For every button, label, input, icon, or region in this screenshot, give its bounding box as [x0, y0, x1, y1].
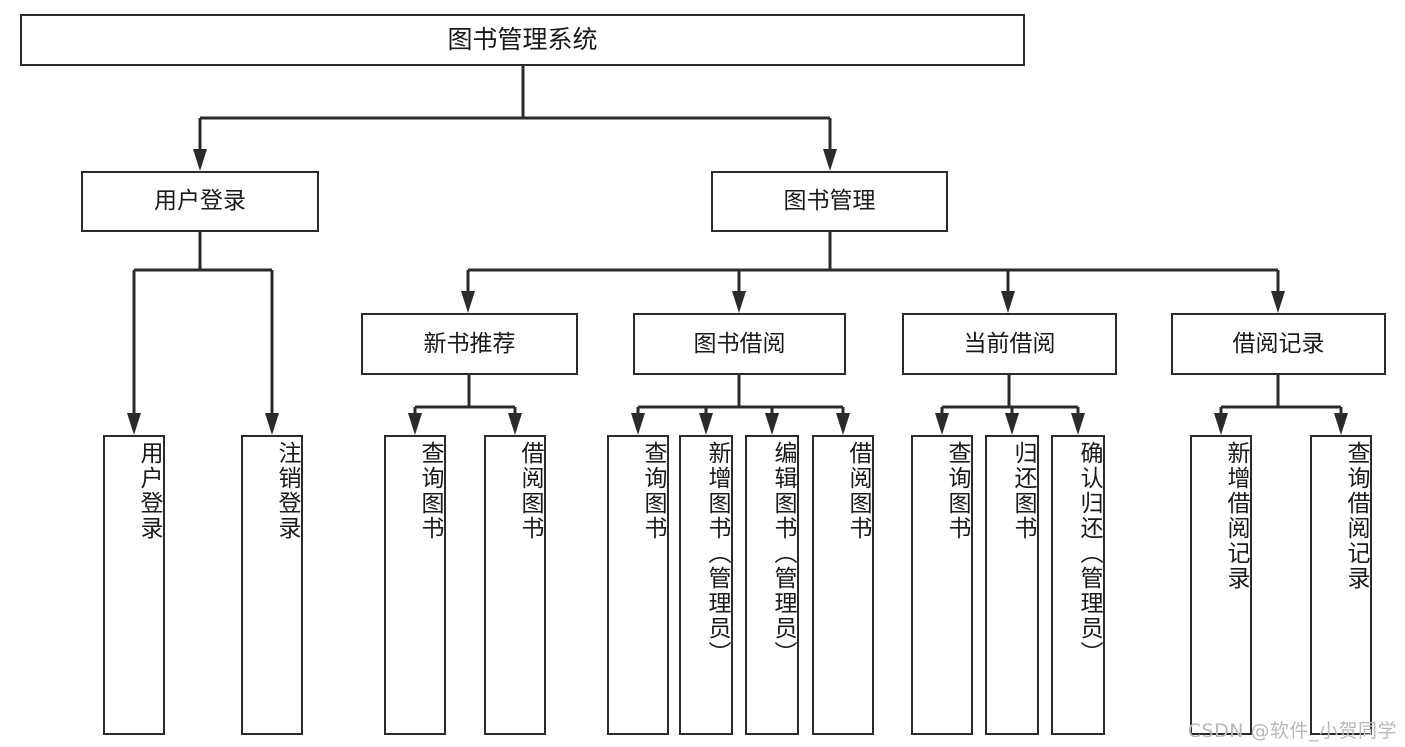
node-leaf-return-book-label: 归还图书 [1010, 441, 1036, 541]
node-leaf-user-logout-label: 注销登录 [274, 441, 300, 541]
node-leaf-query-book-recommend-label: 查询图书 [417, 441, 443, 541]
node-current-borrow-label: 当前借阅 [963, 330, 1056, 357]
node-root-system-label: 图书管理系统 [447, 24, 598, 54]
node-leaf-confirm-return-admin[interactable]: 确认归还（管理员） [1051, 435, 1105, 735]
node-book-borrow-label: 图书借阅 [693, 330, 786, 357]
node-leaf-query-book-current-label: 查询图书 [944, 441, 970, 541]
node-leaf-edit-book-admin-label: 编辑图书（管理员） [770, 441, 796, 666]
node-current-borrow[interactable]: 当前借阅 [902, 313, 1117, 375]
node-user-login[interactable]: 用户登录 [81, 171, 319, 232]
node-leaf-user-login[interactable]: 用户登录 [103, 435, 165, 735]
node-leaf-confirm-return-admin-label: 确认归还（管理员） [1076, 441, 1102, 666]
node-user-login-label: 用户登录 [154, 188, 246, 215]
node-leaf-return-book[interactable]: 归还图书 [985, 435, 1039, 735]
node-leaf-query-book-recommend[interactable]: 查询图书 [384, 435, 446, 735]
node-leaf-query-borrow-record[interactable]: 查询借阅记录 [1310, 435, 1372, 735]
node-book-management-label: 图书管理 [783, 188, 876, 215]
node-leaf-borrow-book-recommend[interactable]: 借阅图书 [484, 435, 546, 735]
node-leaf-add-book-admin[interactable]: 新增图书（管理员） [679, 435, 733, 735]
node-book-management[interactable]: 图书管理 [711, 171, 948, 232]
node-leaf-add-borrow-record-label: 新增借阅记录 [1223, 441, 1249, 591]
node-root-system[interactable]: 图书管理系统 [20, 14, 1025, 66]
node-borrow-record-label: 借阅记录 [1232, 330, 1325, 357]
watermark-text: CSDN @软件_小贺同学 [1187, 720, 1397, 742]
node-new-book-recommend[interactable]: 新书推荐 [361, 313, 578, 375]
node-leaf-borrow-book-recommend-label: 借阅图书 [517, 441, 543, 541]
node-leaf-edit-book-admin[interactable]: 编辑图书（管理员） [745, 435, 799, 735]
node-leaf-user-logout[interactable]: 注销登录 [241, 435, 303, 735]
node-new-book-recommend-label: 新书推荐 [423, 330, 516, 357]
node-leaf-user-login-label: 用户登录 [136, 441, 162, 541]
node-leaf-query-book-borrow-label: 查询图书 [640, 441, 666, 541]
node-leaf-add-book-admin-label: 新增图书（管理员） [704, 441, 730, 666]
node-leaf-add-borrow-record[interactable]: 新增借阅记录 [1190, 435, 1252, 735]
node-leaf-borrow-book-borrow[interactable]: 借阅图书 [812, 435, 874, 735]
node-leaf-query-borrow-record-label: 查询借阅记录 [1343, 441, 1369, 591]
node-borrow-record[interactable]: 借阅记录 [1171, 313, 1386, 375]
node-leaf-borrow-book-borrow-label: 借阅图书 [845, 441, 871, 541]
node-book-borrow[interactable]: 图书借阅 [633, 313, 846, 375]
node-leaf-query-book-borrow[interactable]: 查询图书 [607, 435, 669, 735]
node-leaf-query-book-current[interactable]: 查询图书 [911, 435, 973, 735]
